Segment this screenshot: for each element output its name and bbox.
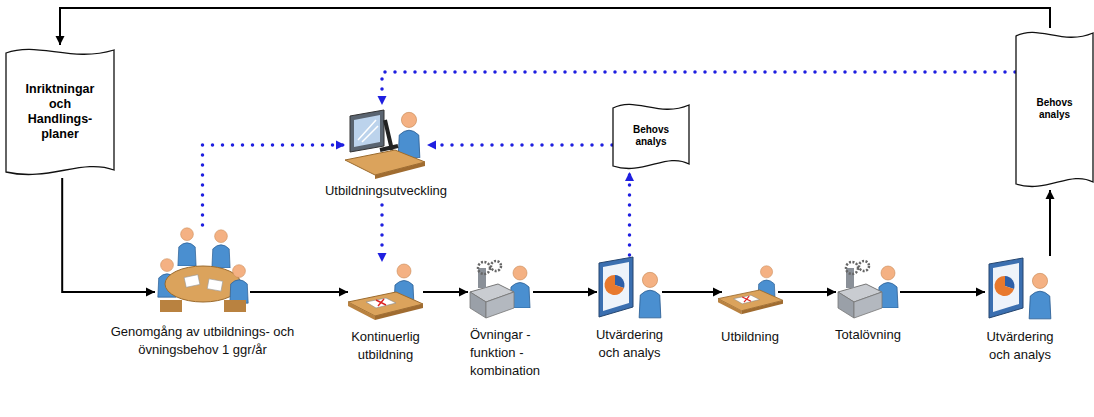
dotted-arrow — [378, 72, 1016, 105]
desk-icon — [348, 264, 423, 320]
step-label: Totalövning — [823, 326, 913, 344]
step-label: Övningar - funktion - kombination — [470, 326, 534, 380]
presentation-icon — [989, 258, 1051, 319]
meeting-icon — [158, 228, 248, 312]
icon-node: Genomgång av utbildnings- och övningsbeh… — [155, 225, 250, 315]
step-label: Kontinuerlig utbildning — [341, 328, 431, 364]
arrow-head — [336, 141, 345, 150]
arrow-head — [713, 288, 722, 297]
document-text: Behovs analys — [1027, 97, 1083, 121]
icon-node: Kontinuerlig utbildning — [348, 262, 423, 318]
connector-line — [250, 291, 348, 293]
flow-arrow — [533, 288, 597, 297]
document-text: Behovs analys — [623, 124, 679, 148]
development-icon — [345, 110, 425, 179]
document-path — [6, 49, 114, 174]
document-path — [1016, 32, 1093, 186]
icon-node: Totalövning — [836, 260, 900, 318]
machine-icon — [838, 261, 898, 318]
arrow-head — [378, 96, 387, 105]
arrow-head — [588, 288, 597, 297]
flow-arrow — [423, 288, 468, 297]
connector-line — [628, 172, 632, 255]
flow-arrow — [778, 288, 836, 297]
arrow-head — [827, 288, 836, 297]
desk-icon — [718, 266, 783, 315]
machine-icon — [470, 261, 530, 318]
connector-line — [533, 291, 597, 293]
arrow-head — [976, 288, 985, 297]
connector-line — [382, 72, 1015, 105]
arrow-head — [427, 141, 436, 150]
arrow-head — [378, 253, 387, 262]
arrow-head — [625, 172, 634, 181]
step-label: Utbildningsutveckling — [306, 182, 466, 200]
connector-line — [203, 145, 346, 225]
step-label: Genomgång av utbildnings- och övningsbeh… — [103, 323, 303, 359]
dotted-arrow — [625, 172, 634, 255]
arrow-head — [1046, 190, 1055, 199]
flow-arrow — [662, 288, 722, 297]
flow-arrow — [250, 288, 348, 297]
icon-node: Utbildningsutveckling — [345, 105, 427, 178]
dotted-arrow — [203, 141, 346, 226]
icon-node: Utbildning — [722, 262, 778, 318]
flow-arrow — [56, 8, 1051, 45]
document-path — [613, 104, 689, 168]
icon-node: Utvärdering och analys — [985, 256, 1055, 322]
flow-arrow — [1046, 190, 1055, 256]
icon-node: Övningar - funktion - kombination — [468, 260, 533, 318]
arrow-head — [56, 36, 65, 45]
connector-line — [900, 291, 985, 293]
arrow-head — [146, 288, 155, 297]
document-text: Inriktningar och Handlings- planer — [15, 82, 105, 142]
connector-line — [427, 143, 612, 147]
presentation-icon — [599, 257, 661, 318]
flow-arrow — [900, 288, 985, 297]
step-label: Utvärdering och analys — [975, 328, 1065, 364]
connector-line — [62, 178, 155, 292]
document-shape: Behovs analys — [1015, 28, 1094, 190]
document-shape: Behovs analys — [612, 100, 690, 172]
dotted-arrow — [378, 205, 387, 262]
icon-node: Utvärdering och analys — [597, 255, 662, 320]
arrow-head — [459, 288, 468, 297]
flow-arrow — [62, 178, 155, 297]
dotted-arrow — [427, 141, 612, 150]
connector-line — [60, 8, 1050, 45]
connector-line — [1049, 190, 1051, 256]
step-label: Utvärdering och analys — [585, 326, 675, 362]
step-label: Utbildning — [705, 328, 795, 346]
document-shape: Inriktningar och Handlings- planer — [5, 45, 115, 178]
arrow-head — [339, 288, 348, 297]
